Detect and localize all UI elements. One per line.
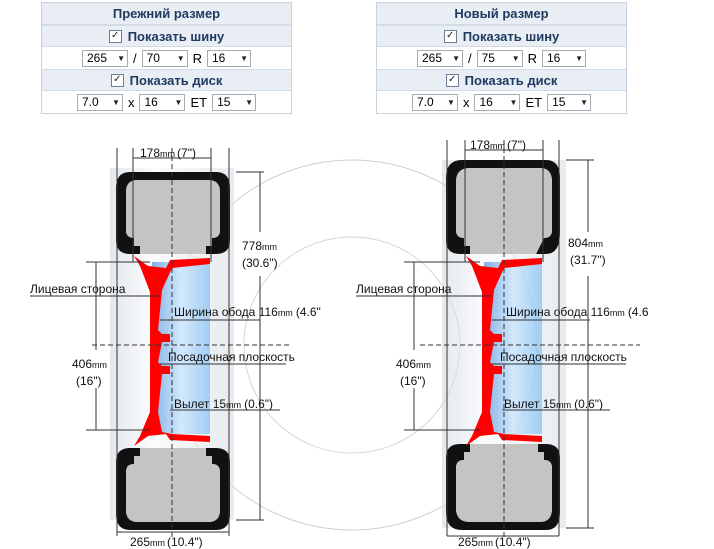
show-tire-label: Показать шину xyxy=(127,28,225,44)
tire-width-label: 265mm(10.4") xyxy=(458,535,531,549)
rim-flange-width-label: 178mm(7") xyxy=(470,138,526,152)
lower-tire-fill xyxy=(126,448,220,522)
rim-profile xyxy=(134,256,210,446)
face-side-label: Лицевая сторона xyxy=(356,282,452,296)
rim-width-label: Ширина обода 116mm(4.6" xyxy=(174,305,321,319)
lower-tire-outline xyxy=(116,448,230,530)
r-label: R xyxy=(192,50,202,66)
rim-diameter-value: 16 xyxy=(144,95,158,109)
rim-et-select[interactable]: 15 ▼ xyxy=(212,93,257,111)
slash-separator: / xyxy=(132,50,137,66)
et-label: ET xyxy=(525,94,543,110)
offset-label: Вылет 15mm(0.6") xyxy=(504,397,603,411)
tire-diameter-value: 16 xyxy=(212,51,226,65)
upper-tire-outline xyxy=(116,172,230,254)
panel-title: Прежний размер xyxy=(42,3,291,25)
rim-width-value: 7.0 xyxy=(81,95,99,109)
rim-diameter-select[interactable]: 16 ▼ xyxy=(139,93,186,111)
seat-plane-label: Посадочная плоскость xyxy=(168,350,295,364)
r-label: R xyxy=(527,50,537,66)
tire-size-row: 265 ▼ / 75 ▼ R 16 ▼ xyxy=(377,47,626,69)
chevron-down-icon: ▼ xyxy=(580,97,589,107)
show-rim-label: Показать диск xyxy=(129,72,223,88)
show-rim-checkbox[interactable]: ✓ xyxy=(445,73,459,87)
slash-separator: / xyxy=(467,50,472,66)
chevron-down-icon: ▼ xyxy=(117,53,125,63)
show-rim-label: Показать диск xyxy=(464,72,558,88)
outer-diameter-mm-label: 804mm xyxy=(568,236,603,250)
outer-diameter-in-label: (30.6") xyxy=(242,256,278,270)
show-tire-label: Показать шину xyxy=(462,28,560,44)
upper-tire-fill xyxy=(456,168,552,254)
tire-diameter-select[interactable]: 16 ▼ xyxy=(207,49,251,67)
tire-profile-select[interactable]: 70 ▼ xyxy=(141,49,188,67)
chevron-down-icon: ▼ xyxy=(452,53,460,63)
rim-size-row: 7.0 ▼ x 16 ▼ ET 15 ▼ xyxy=(42,91,291,113)
show-rim-toggle[interactable]: ✓ Показать диск xyxy=(377,69,626,91)
tire-width-value: 265 xyxy=(421,51,443,65)
upper-tire-fill xyxy=(126,180,220,254)
tire-width-select[interactable]: 265 ▼ xyxy=(416,49,463,67)
tire-diameter-value: 16 xyxy=(547,51,561,65)
x-label: x xyxy=(127,94,135,110)
rim-diameter-mm-label: 406mm xyxy=(72,357,107,371)
chevron-down-icon: ▼ xyxy=(112,97,120,107)
rim-diameter-in-label: (16") xyxy=(400,374,426,388)
rim-et-value: 15 xyxy=(552,95,566,109)
tire-width-label: 265mm(10.4") xyxy=(130,535,203,549)
rim-diameter-mm-label: 406mm xyxy=(396,357,431,371)
chevron-down-icon: ▼ xyxy=(447,97,455,107)
chevron-down-icon: ▼ xyxy=(174,97,183,107)
chevron-down-icon: ▼ xyxy=(509,97,518,107)
show-tire-toggle[interactable]: ✓ Показать шину xyxy=(42,25,291,47)
chevron-down-icon: ▼ xyxy=(511,53,520,63)
offset-label: Вылет 15mm(0.6") xyxy=(174,397,273,411)
rim-width-select[interactable]: 7.0 ▼ xyxy=(76,93,123,111)
rim-et-select[interactable]: 15 ▼ xyxy=(547,93,592,111)
old-size-panel: Прежний размер ✓ Показать шину 265 ▼ / 70… xyxy=(41,2,292,114)
rim-width-select[interactable]: 7.0 ▼ xyxy=(411,93,458,111)
rim-et-value: 15 xyxy=(217,95,231,109)
seat-plane-label: Посадочная плоскость xyxy=(500,350,627,364)
tire-width-value: 265 xyxy=(86,51,108,65)
tire-width-select[interactable]: 265 ▼ xyxy=(81,49,128,67)
outer-diameter-mm-label: 778mm xyxy=(242,239,277,253)
tire-profile-value: 70 xyxy=(146,51,160,65)
old-wheel-drawing: 178mm(7") 778mm (30.6") Лицевая сторона … xyxy=(30,146,321,549)
show-tire-toggle[interactable]: ✓ Показать шину xyxy=(377,25,626,47)
lower-tire-fill xyxy=(456,444,552,522)
upper-tire-outline xyxy=(446,160,560,254)
show-rim-toggle[interactable]: ✓ Показать диск xyxy=(42,69,291,91)
tire-profile-select[interactable]: 75 ▼ xyxy=(476,49,523,67)
rim-profile xyxy=(466,256,542,446)
rim-width-value: 7.0 xyxy=(416,95,434,109)
show-rim-checkbox[interactable]: ✓ xyxy=(110,73,124,87)
rim-flange-width-label: 178mm(7") xyxy=(140,146,196,160)
et-label: ET xyxy=(190,94,208,110)
rim-diameter-in-label: (16") xyxy=(76,374,102,388)
tire-diameter-select[interactable]: 16 ▼ xyxy=(542,49,586,67)
rim-diameter-value: 16 xyxy=(479,95,493,109)
chevron-down-icon: ▼ xyxy=(245,97,254,107)
new-wheel-drawing: 178mm(7") 804mm (31.7") Лицевая сторона … xyxy=(356,138,649,549)
rim-width-label: Ширина обода 116mm(4.6 xyxy=(506,305,649,319)
show-tire-checkbox[interactable]: ✓ xyxy=(443,29,457,43)
chevron-down-icon: ▼ xyxy=(240,53,248,63)
x-label: x xyxy=(462,94,470,110)
show-tire-checkbox[interactable]: ✓ xyxy=(108,29,122,43)
lower-tire-outline xyxy=(446,444,560,530)
rim-size-row: 7.0 ▼ x 16 ▼ ET 15 ▼ xyxy=(377,91,626,113)
outer-diameter-in-label: (31.7") xyxy=(570,253,606,267)
rim-diameter-select[interactable]: 16 ▼ xyxy=(474,93,521,111)
chevron-down-icon: ▼ xyxy=(575,53,583,63)
tire-comparison-diagram: 178mm(7") 778mm (30.6") Лицевая сторона … xyxy=(30,138,649,549)
new-size-panel: Новый размер ✓ Показать шину 265 ▼ / 75 ▼ … xyxy=(376,2,627,114)
tire-size-row: 265 ▼ / 70 ▼ R 16 ▼ xyxy=(42,47,291,69)
panel-title: Новый размер xyxy=(377,3,626,25)
face-side-label: Лицевая сторона xyxy=(30,282,126,296)
chevron-down-icon: ▼ xyxy=(176,53,185,63)
tire-profile-value: 75 xyxy=(481,51,495,65)
